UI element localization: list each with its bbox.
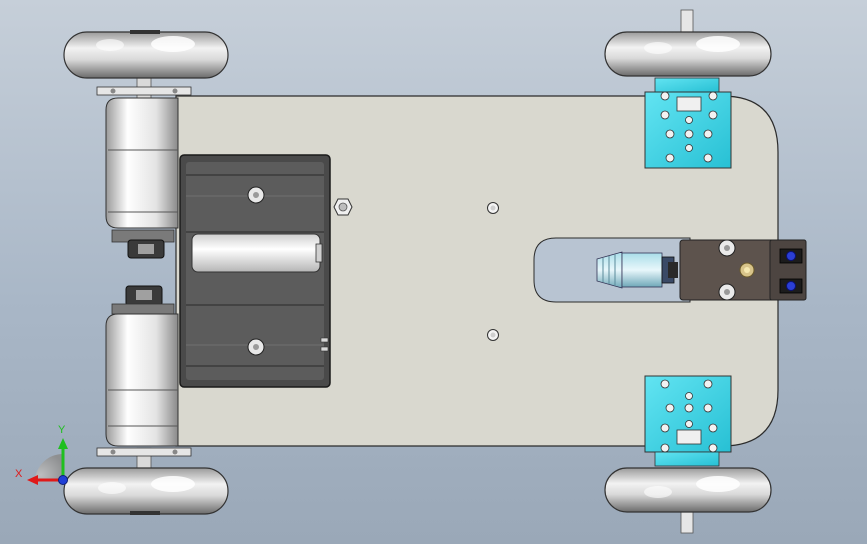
battery-holder[interactable] bbox=[179, 154, 331, 388]
front-sensor-board[interactable] bbox=[596, 239, 807, 301]
wheel-front-right[interactable] bbox=[63, 467, 229, 515]
bracket-top[interactable] bbox=[644, 77, 732, 169]
x-axis-label: X bbox=[15, 468, 23, 480]
hex-nut bbox=[333, 198, 353, 216]
battery-cell bbox=[191, 233, 321, 273]
left-motor[interactable] bbox=[96, 86, 192, 259]
right-motor[interactable] bbox=[96, 285, 192, 457]
wheel-front-left[interactable] bbox=[63, 30, 229, 79]
bracket-bottom[interactable] bbox=[644, 375, 732, 467]
y-axis-label: Y bbox=[58, 424, 66, 436]
wheel-rear-right[interactable] bbox=[604, 467, 772, 513]
axis-triad bbox=[27, 438, 68, 485]
cable-connector bbox=[596, 251, 678, 289]
wheel-rear-left[interactable] bbox=[604, 31, 772, 77]
mounting-holes bbox=[487, 202, 499, 341]
